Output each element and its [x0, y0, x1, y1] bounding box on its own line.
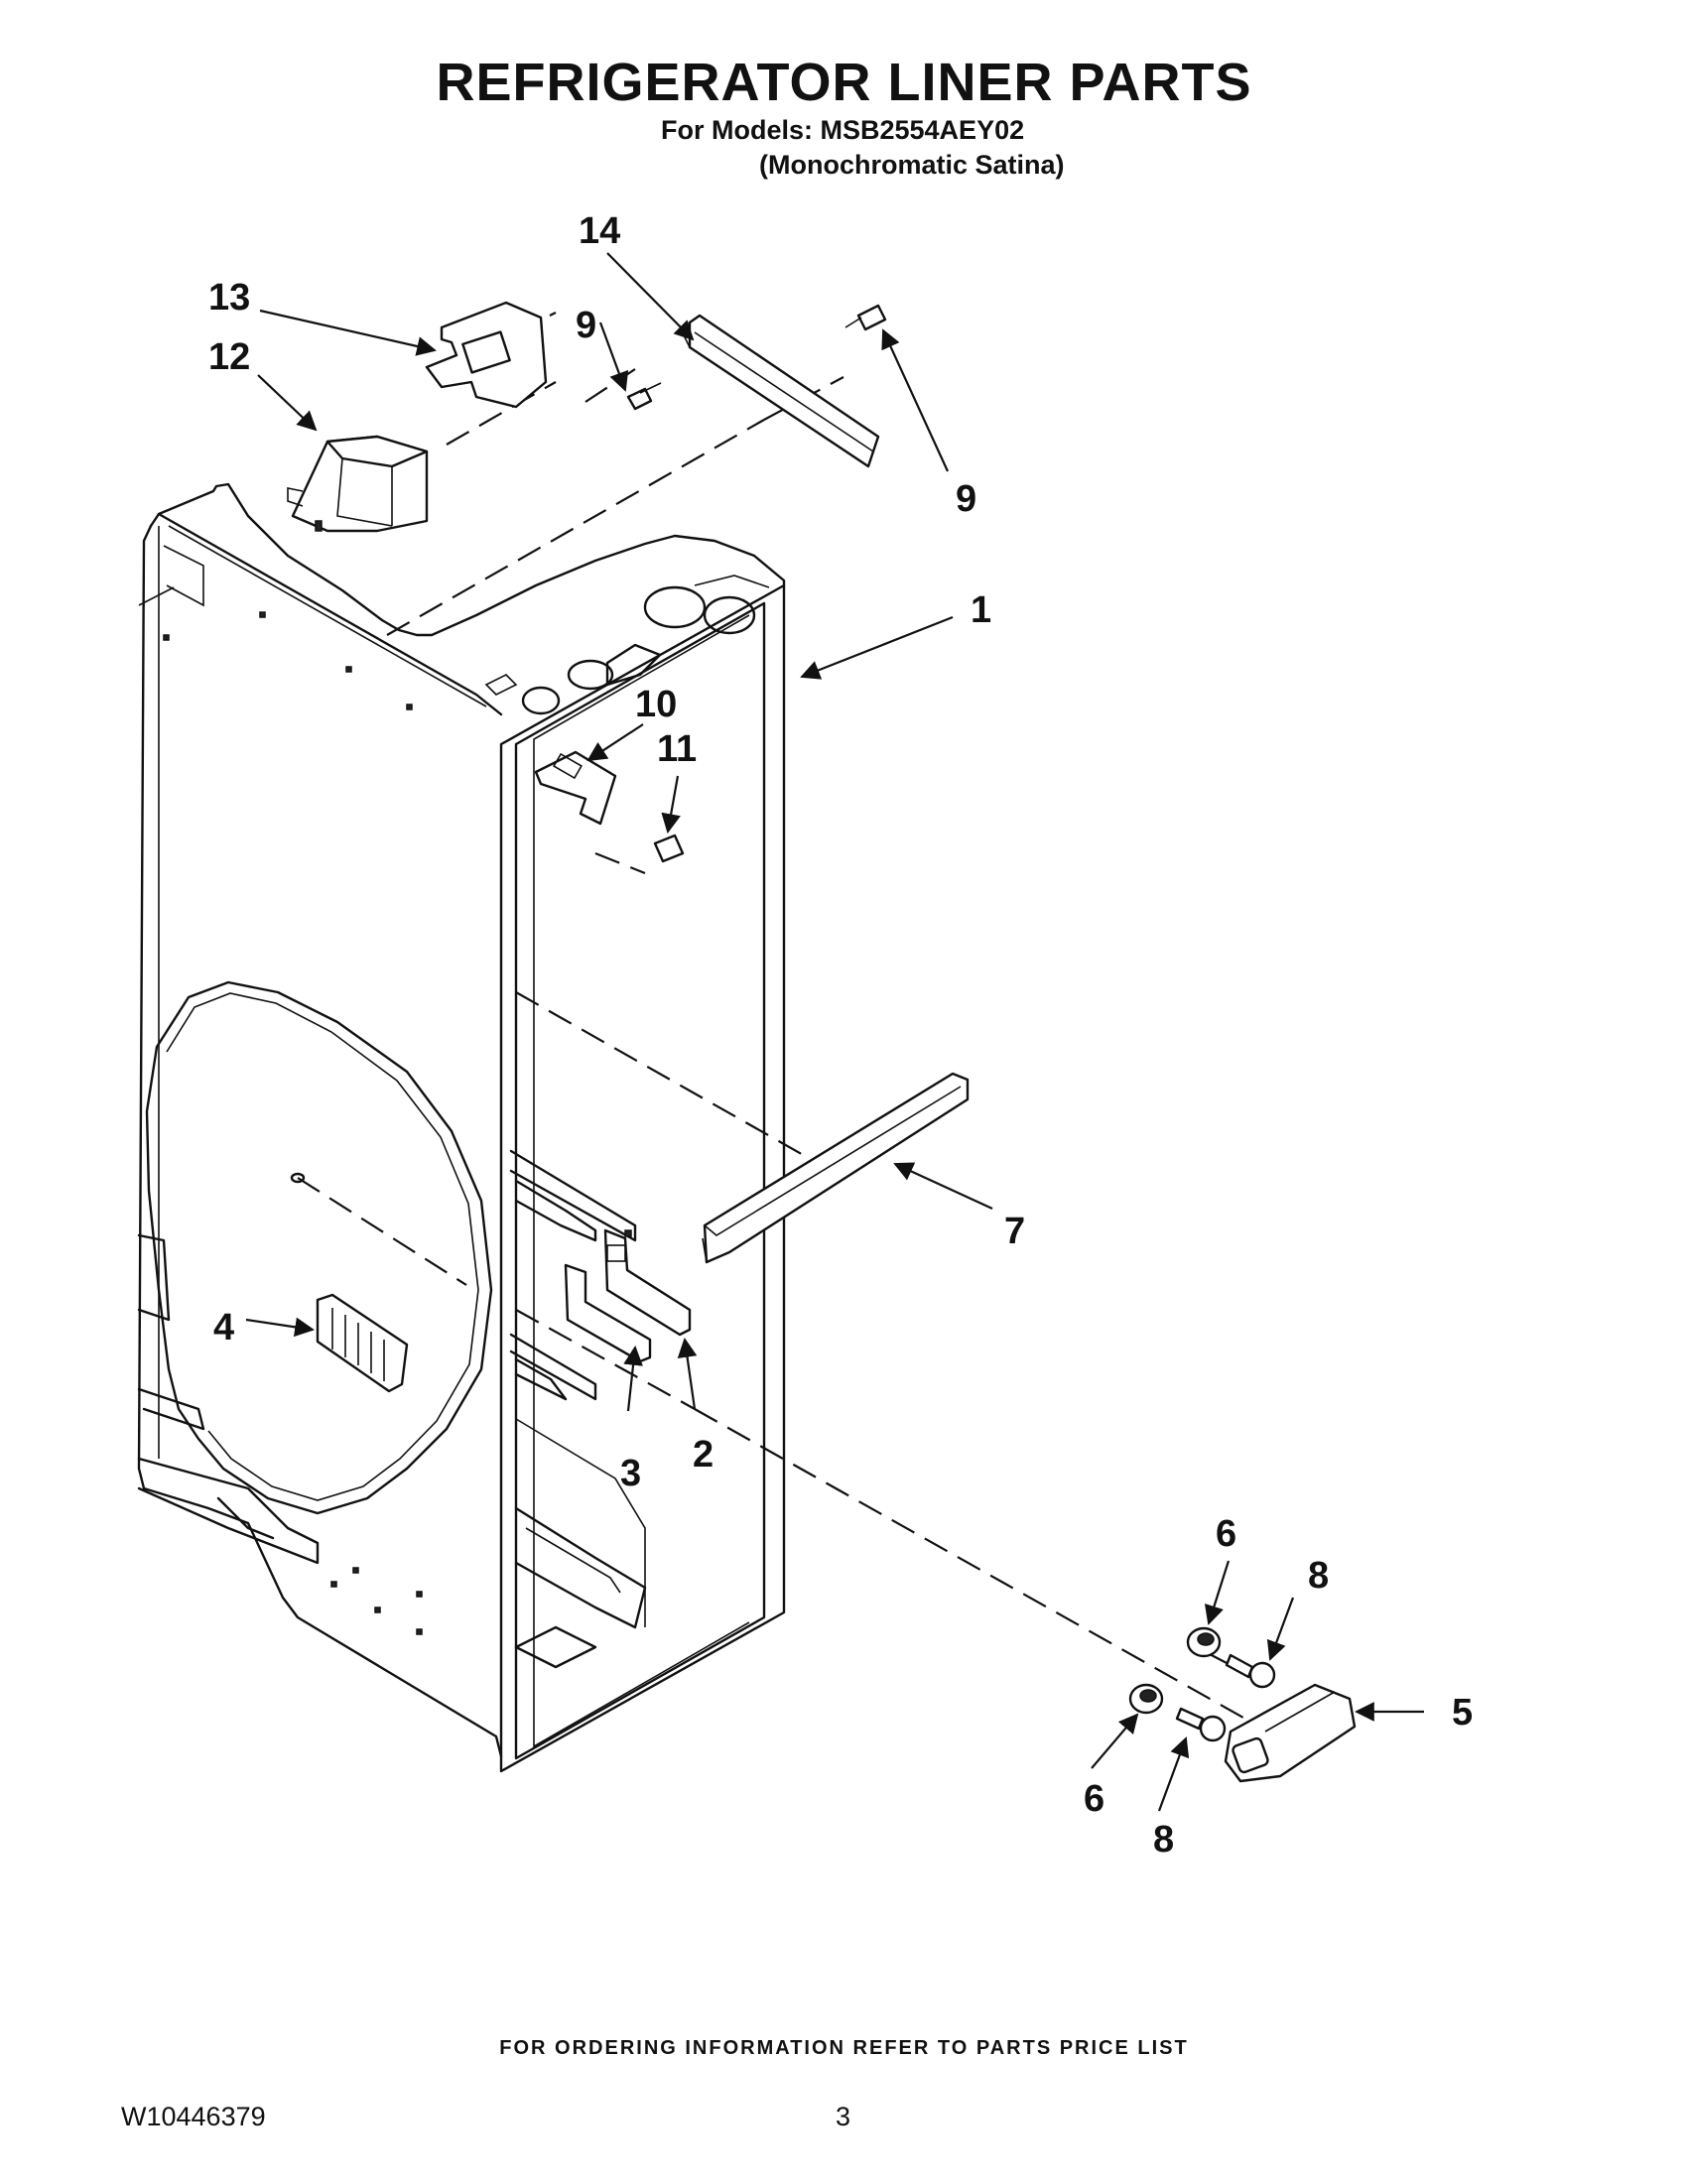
liner-body: [137, 482, 786, 1773]
part-10-mounting-plate: [534, 750, 617, 826]
part-3-slide: [564, 1263, 652, 1363]
callout-3: 3: [620, 1453, 641, 1494]
models-line: For Models: MSB2554AEY02: [661, 115, 1025, 145]
callout-1: 1: [971, 589, 991, 631]
part-9-screw-right: [844, 304, 887, 331]
part-12-control-housing: [287, 435, 429, 533]
callout-9-right: 9: [956, 478, 976, 520]
callout-14: 14: [579, 210, 620, 252]
part-7-cross-bar: [702, 1072, 970, 1264]
part-6-socket-lower: [1128, 1683, 1164, 1715]
callout-5: 5: [1452, 1692, 1473, 1734]
part-4-vent-grille: [316, 1293, 409, 1393]
leader-arrows: [245, 252, 1424, 1812]
callout-6-lower: 6: [1084, 1778, 1104, 1820]
callout-13: 13: [208, 277, 250, 319]
callout-8-lower: 8: [1153, 1819, 1174, 1861]
ordering-note: FOR ORDERING INFORMATION REFER TO PARTS …: [499, 2037, 1189, 2059]
callout-9-upper: 9: [576, 305, 596, 346]
variant-line: (Monochromatic Satina): [759, 150, 1065, 180]
callout-6-upper: 6: [1216, 1513, 1236, 1555]
assembly-guide-lines: [297, 312, 1251, 1731]
callout-10: 10: [635, 684, 677, 725]
document-number: W10446379: [121, 2102, 266, 2131]
callout-7: 7: [1004, 1211, 1025, 1252]
callout-8-upper: 8: [1308, 1555, 1329, 1597]
part-6-socket-upper: [1186, 1626, 1222, 1658]
part-11-screw: [653, 834, 685, 863]
callout-12: 12: [208, 336, 250, 378]
page-number: 3: [836, 2102, 851, 2131]
page-title: REFRIGERATOR LINER PARTS: [436, 53, 1252, 112]
part-14-rail-strip: [684, 314, 880, 468]
callout-4: 4: [213, 1307, 234, 1349]
part-8-bulb-upper: [1225, 1653, 1276, 1689]
callout-11: 11: [657, 728, 697, 770]
part-2-slide: [603, 1228, 692, 1337]
part-13-mounting-bracket: [425, 301, 548, 409]
part-9-screw-upper: [626, 382, 662, 411]
part-8-bulb-lower: [1175, 1707, 1227, 1742]
callout-2: 2: [693, 1434, 714, 1476]
part-5-light-housing: [1224, 1683, 1357, 1783]
